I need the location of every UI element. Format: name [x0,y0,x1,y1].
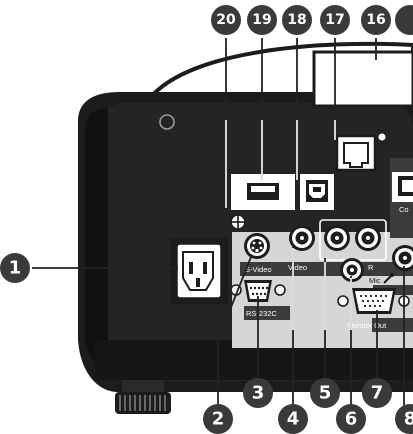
small-indicator [378,133,386,141]
svg-text:19: 19 [252,12,271,28]
svideo-port [244,233,270,259]
rs232c-label: RS-232C [246,309,277,318]
svg-text:5: 5 [319,383,332,404]
svg-text:16: 16 [366,12,385,28]
callout-partial [395,5,413,35]
mic-icon [383,273,394,284]
callout-19: 19 [247,5,277,35]
video-port [289,225,315,251]
video-label: Video [288,263,307,272]
audio-port-group [319,219,387,261]
ac-inlet [170,238,228,304]
callout-6: 6 [336,404,366,434]
svg-text:1: 1 [9,258,22,279]
leader-lines-light [225,120,352,330]
screw-hole [159,114,175,130]
svideo-label: S-Video [245,265,272,274]
svg-text:3: 3 [252,383,265,404]
co-label: Co [399,205,409,214]
svg-text:18: 18 [287,12,306,28]
svg-text:7: 7 [371,383,384,404]
svg-text:17: 17 [325,12,344,28]
callout-8: 8 [395,404,413,434]
usb-a-port [231,174,295,210]
svg-text:4: 4 [287,409,300,430]
mic-label: Mic [369,276,381,285]
adjustable-foot [115,380,171,414]
callout-7: 7 [362,378,392,408]
side-bevel [85,108,108,370]
lan-port [335,134,377,172]
callout-18: 18 [282,5,312,35]
audio-r-label: R [368,263,374,272]
monitor-out-port [337,288,410,314]
monitor-out-label: Monitor Out [347,321,387,330]
svg-text:8: 8 [404,409,413,430]
callout-20: 20 [211,5,241,35]
mic-port [340,258,364,282]
usb-b-port [300,174,334,210]
rs232c-port [230,280,286,302]
svg-text:20: 20 [216,12,236,28]
svg-text:6: 6 [345,409,358,430]
right-audio-port [392,245,413,271]
callout-5: 5 [310,378,340,408]
svg-text:2: 2 [212,409,225,430]
callout-17: 17 [320,5,350,35]
callout-4: 4 [278,404,308,434]
filter-cover [312,50,413,108]
callout-2: 2 [203,404,233,434]
callout-1: 1 [0,253,30,283]
callout-3: 3 [243,378,273,408]
partial-port-right [392,172,413,202]
ground-screw [230,214,246,230]
callout-16: 16 [361,5,391,35]
